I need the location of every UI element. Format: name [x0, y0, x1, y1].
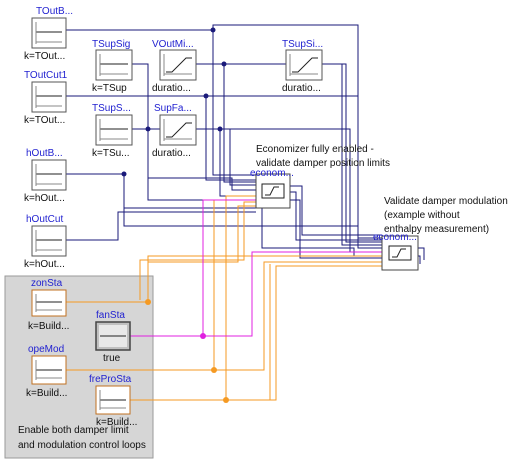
boolean-signal-wires — [130, 199, 382, 337]
note2-line3: enthalpy measurement) — [384, 224, 489, 235]
block-SupFanSpe[interactable]: SupFa... duratio... — [152, 103, 197, 159]
block-TOutCut1-param: k=TOut... — [24, 115, 65, 126]
block-TSupSig-param: k=TSup — [92, 83, 127, 94]
note2-line2: (example without — [384, 210, 460, 221]
block-opeMod[interactable]: opeMod k=Build... — [26, 344, 67, 399]
note-damper-modulation: Validate damper modulation (example with… — [384, 196, 508, 235]
block-opeMod-name: opeMod — [28, 344, 64, 355]
block-fanSta[interactable]: fanSta true — [95, 310, 131, 364]
block-VOutMinSet-name: VOutMi... — [152, 39, 194, 50]
block-hOutBelCut-param: k=hOut... — [24, 193, 65, 204]
block-economizer2[interactable]: econom... — [373, 232, 419, 271]
block-SupFanSpe-param: duratio... — [152, 148, 191, 159]
block-TOutBelCut-name: TOutB... — [36, 6, 73, 17]
block-TSupSig[interactable]: TSupSig k=TSup — [92, 39, 133, 94]
block-hOutCut-param: k=hOut... — [24, 259, 65, 270]
block-hOutCut[interactable]: hOutCut k=hOut... — [24, 214, 67, 270]
block-VOutMinSet-param: duratio... — [152, 83, 191, 94]
block-economizer1-name: econom... — [250, 168, 294, 179]
block-TSupSig2-param: duratio... — [282, 83, 321, 94]
block-TOutBelCut[interactable]: TOutB... k=TOut... — [24, 6, 73, 62]
block-TSupSig2[interactable]: TSupSi... duratio... — [282, 39, 323, 94]
block-economizer1[interactable]: econom... — [250, 168, 294, 209]
block-freProSta-param: k=Build... — [96, 417, 137, 428]
note-enable-loops: Enable both damper limit and modulation … — [18, 425, 146, 451]
block-TSupSet[interactable]: TSupS... k=TSu... — [92, 103, 133, 159]
block-hOutCut-name: hOutCut — [26, 214, 63, 225]
block-VOutMinSet[interactable]: VOutMi... duratio... — [152, 39, 197, 94]
block-hOutBelCut[interactable]: hOutB... k=hOut... — [24, 148, 67, 204]
block-SupFanSpe-name: SupFa... — [154, 103, 192, 114]
block-TOutCut1[interactable]: TOutCut1 k=TOut... — [24, 70, 68, 126]
block-zonSta[interactable]: zonSta k=Build... — [28, 278, 69, 332]
block-fanSta-param: true — [103, 353, 121, 364]
note1-line2: validate damper position limits — [256, 158, 390, 169]
block-fanSta-name: fanSta — [96, 310, 125, 321]
block-freProSta-name: freProSta — [89, 374, 132, 385]
note3-line2: and modulation control loops — [18, 440, 146, 451]
block-TSupSig-name: TSupSig — [92, 39, 130, 50]
block-zonSta-name: zonSta — [31, 278, 63, 289]
note-damper-limits: Economizer fully enabled - validate damp… — [256, 144, 390, 169]
note3-line1: Enable both damper limit — [18, 425, 129, 436]
block-economizer2-name: econom... — [373, 232, 417, 243]
integer-signal-wires — [66, 195, 382, 401]
enable-panel — [4, 275, 154, 459]
block-hOutBelCut-name: hOutB... — [26, 148, 63, 159]
block-opeMod-param: k=Build... — [26, 388, 67, 399]
note2-line1: Validate damper modulation — [384, 196, 508, 207]
block-TOutBelCut-param: k=TOut... — [24, 51, 65, 62]
junction-dots — [121, 27, 229, 403]
note1-line1: Economizer fully enabled - — [256, 144, 374, 155]
block-TSupSet-param: k=TSu... — [92, 148, 130, 159]
block-TSupSet-name: TSupS... — [92, 103, 131, 114]
block-zonSta-param: k=Build... — [28, 321, 69, 332]
block-TSupSig2-name: TSupSi... — [282, 39, 323, 50]
real-signal-wires — [66, 24, 425, 264]
block-freProSta[interactable]: freProSta k=Build... — [89, 374, 137, 428]
block-TOutCut1-name: TOutCut1 — [24, 70, 68, 81]
